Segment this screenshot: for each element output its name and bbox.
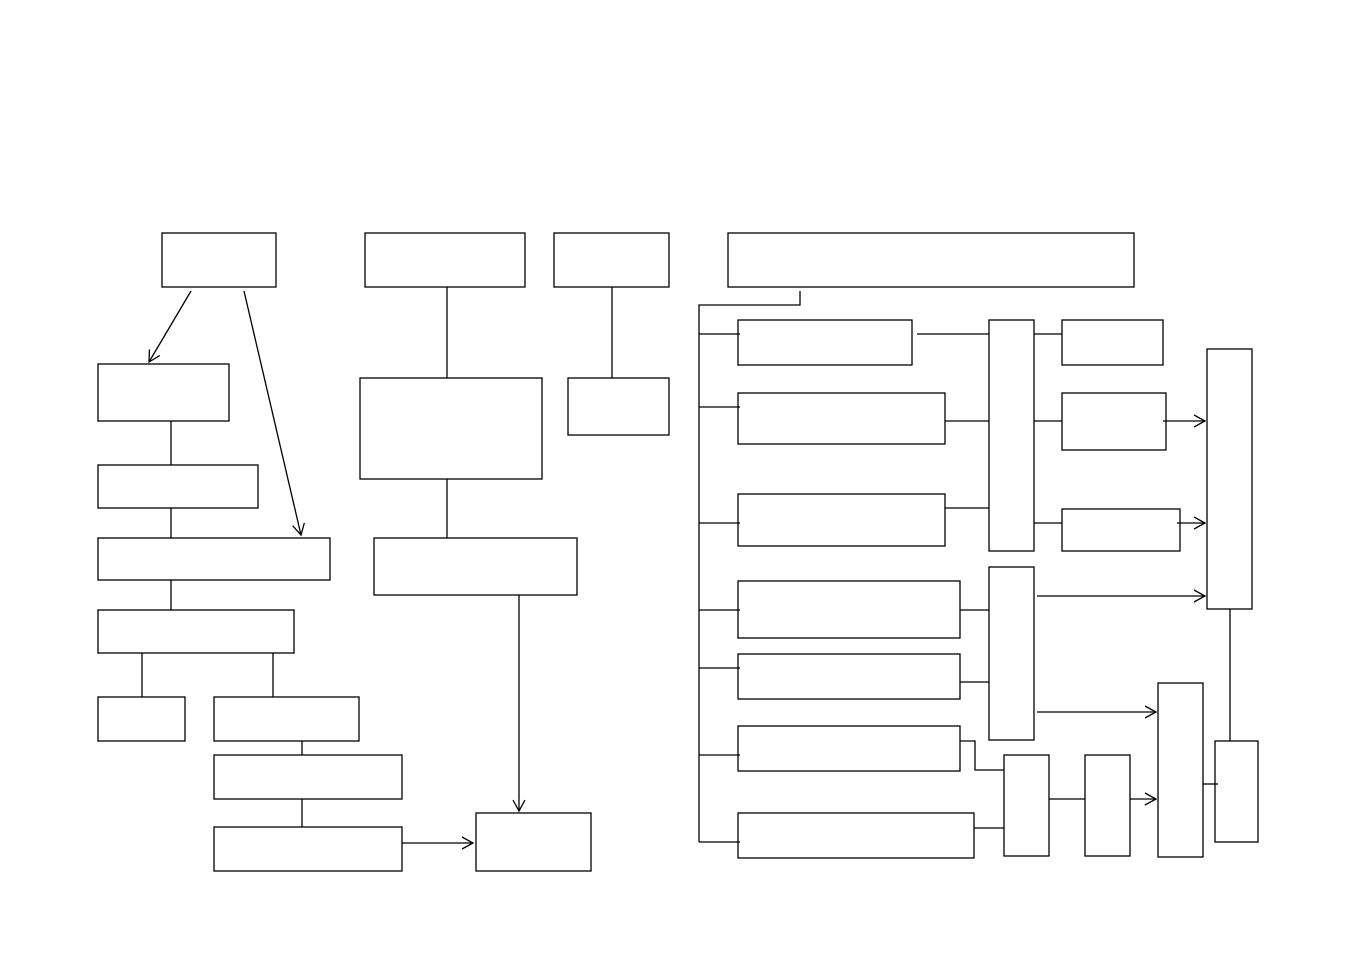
arrow-col1-top-to-row4 [243, 290, 305, 537]
box-right-vertical-upper [988, 319, 1035, 552]
box-right-bottom-tall [1157, 682, 1204, 858]
box-col1-leaf-right [213, 696, 360, 742]
box-col2-top [364, 232, 526, 288]
box-right-item-4 [737, 580, 961, 639]
box-right-bottom-b [1084, 754, 1131, 857]
box-col1-row2 [97, 363, 230, 422]
box-col1-top [161, 232, 277, 288]
box-col3-child [567, 377, 670, 436]
box-right-item-3 [737, 493, 946, 547]
box-right-bottom-end [1214, 740, 1259, 843]
box-right-output-2 [1061, 392, 1167, 451]
box-col1-leaf-left [97, 696, 186, 742]
box-col2-middle [359, 377, 543, 480]
connector-item-6-bottom-a [960, 740, 1004, 771]
box-right-item-7 [737, 812, 975, 859]
box-right-item-1 [737, 319, 913, 366]
box-col1-row8 [213, 826, 403, 872]
box-col1-row4 [97, 537, 331, 581]
box-col3-top [553, 232, 670, 288]
box-right-bottom-a [1003, 754, 1050, 857]
box-col1-row7 [213, 754, 403, 800]
box-col1-row5 [97, 609, 295, 654]
connector-right-header-bus [698, 291, 801, 842]
box-right-item-6 [737, 725, 961, 772]
box-col2-lower [373, 537, 578, 596]
box-right-output-3 [1061, 508, 1181, 552]
box-right-header [727, 232, 1135, 288]
arrow-col1-top-to-row2 [148, 290, 192, 364]
box-col2-target [475, 812, 592, 872]
box-right-item-5 [737, 653, 961, 700]
box-right-item-2 [737, 392, 946, 445]
box-right-vertical-lower [988, 566, 1035, 741]
box-right-collector [1206, 348, 1253, 610]
box-right-output-1 [1061, 319, 1164, 366]
box-col1-row3 [97, 464, 259, 509]
